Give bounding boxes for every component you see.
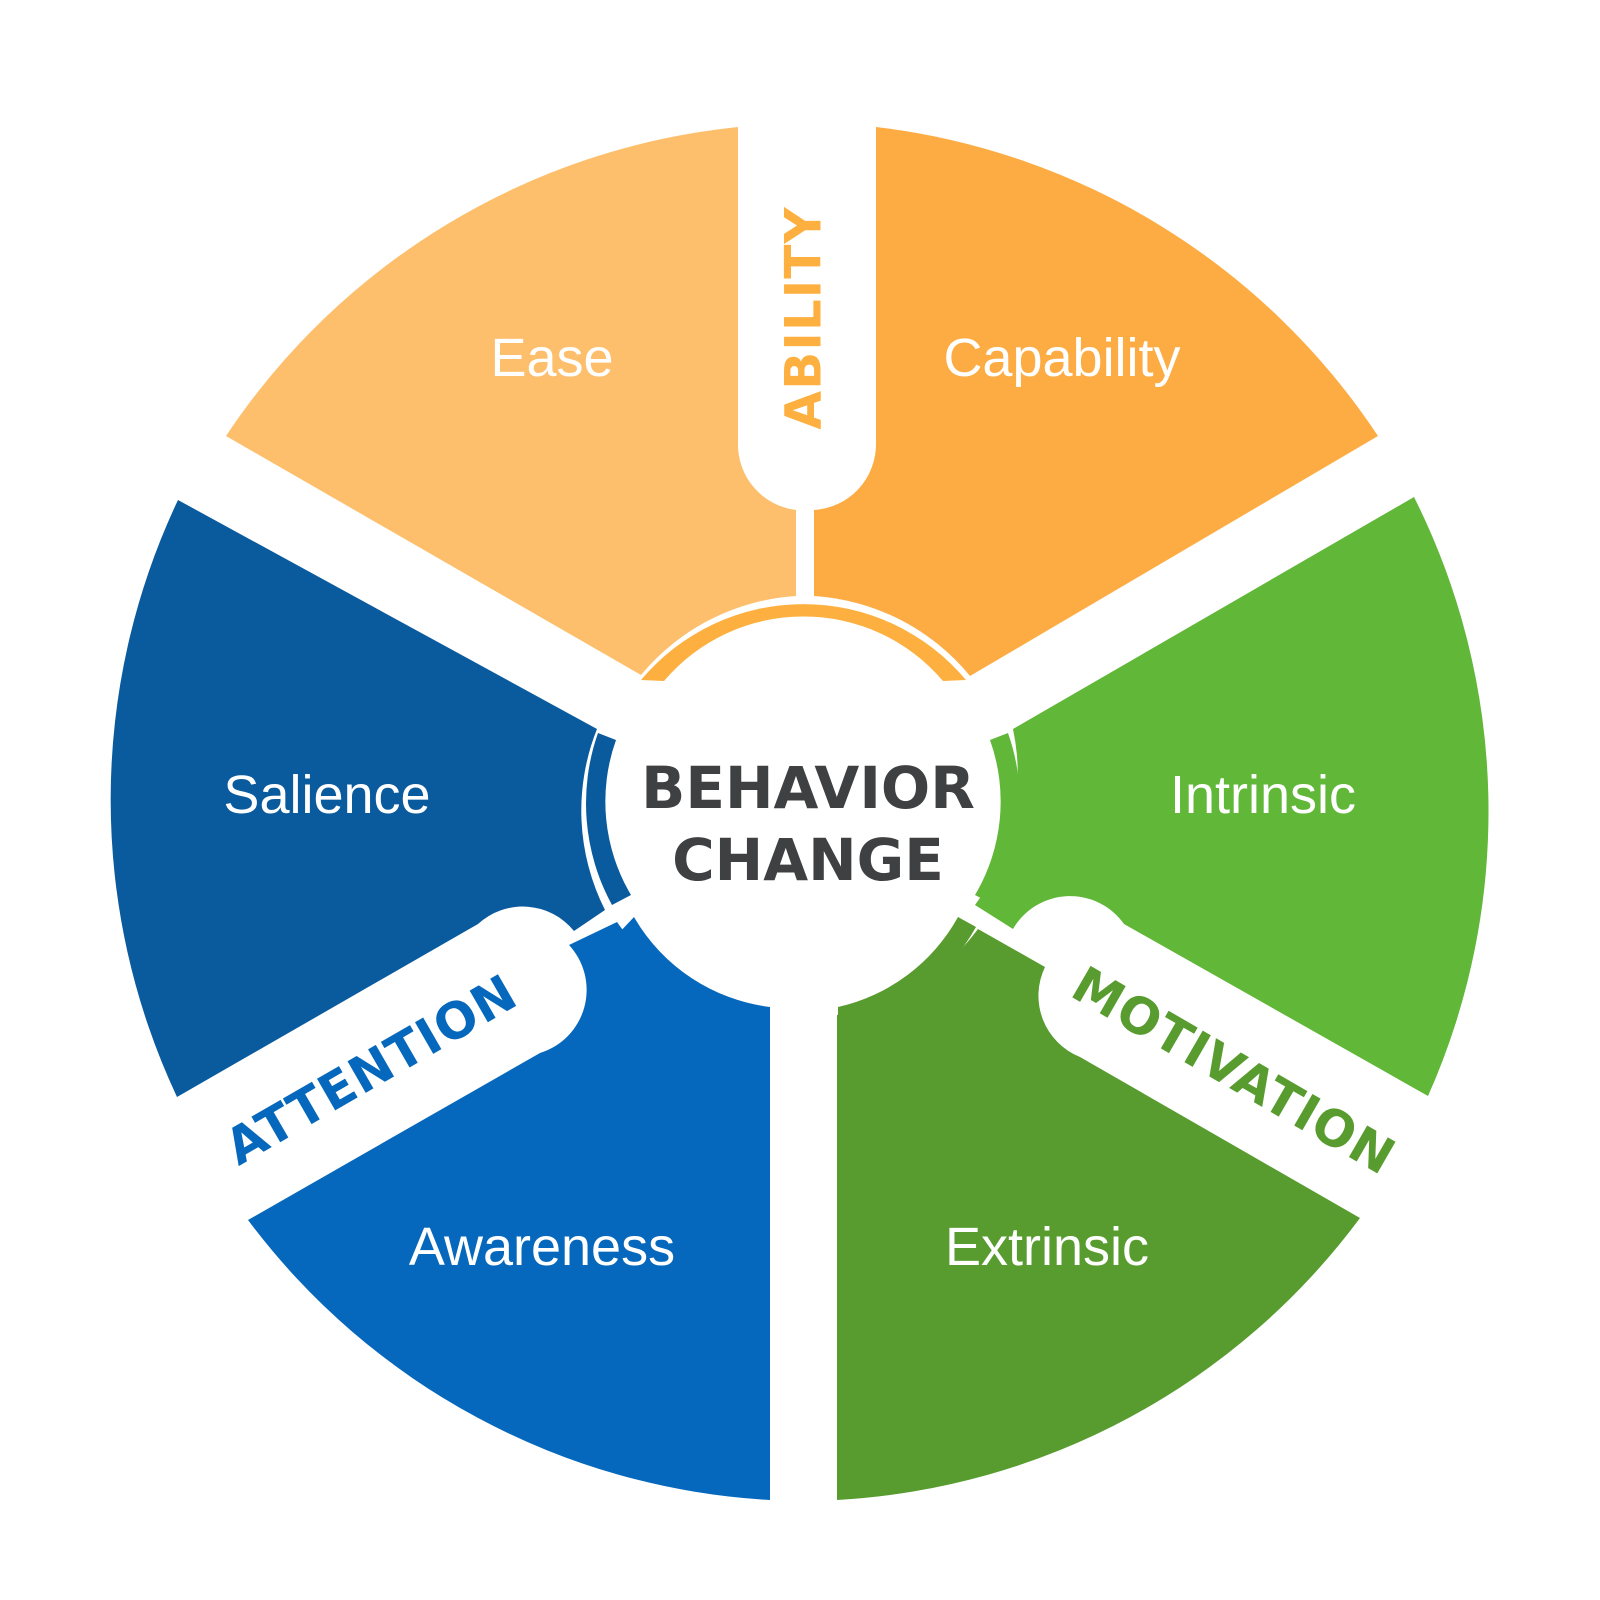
ring-motivation-bottom <box>838 917 976 1030</box>
segment-label-salience: Salience <box>223 765 430 825</box>
group-label-ability: ABILITY <box>775 206 833 429</box>
segment-awareness <box>248 922 770 1500</box>
ring-attention-bottom <box>617 917 770 1030</box>
segment-label-capability: Capability <box>943 328 1180 388</box>
segment-salience <box>110 500 606 1097</box>
center-title-line1: BEHAVIOR <box>641 754 975 822</box>
segment-ease <box>226 127 796 675</box>
ring-attention-top <box>586 733 631 905</box>
ring-motivation-top <box>975 733 1020 905</box>
center-title-line2: CHANGE <box>672 826 944 894</box>
segment-label-intrinsic: Intrinsic <box>1170 765 1356 825</box>
segment-intrinsic <box>975 497 1489 1096</box>
segment-label-extrinsic: Extrinsic <box>945 1217 1149 1277</box>
segment-capability <box>814 127 1378 676</box>
segment-label-awareness: Awareness <box>409 1217 675 1277</box>
segment-label-ease: Ease <box>490 328 613 388</box>
ring-ability <box>641 604 966 681</box>
segment-extrinsic <box>837 929 1360 1500</box>
